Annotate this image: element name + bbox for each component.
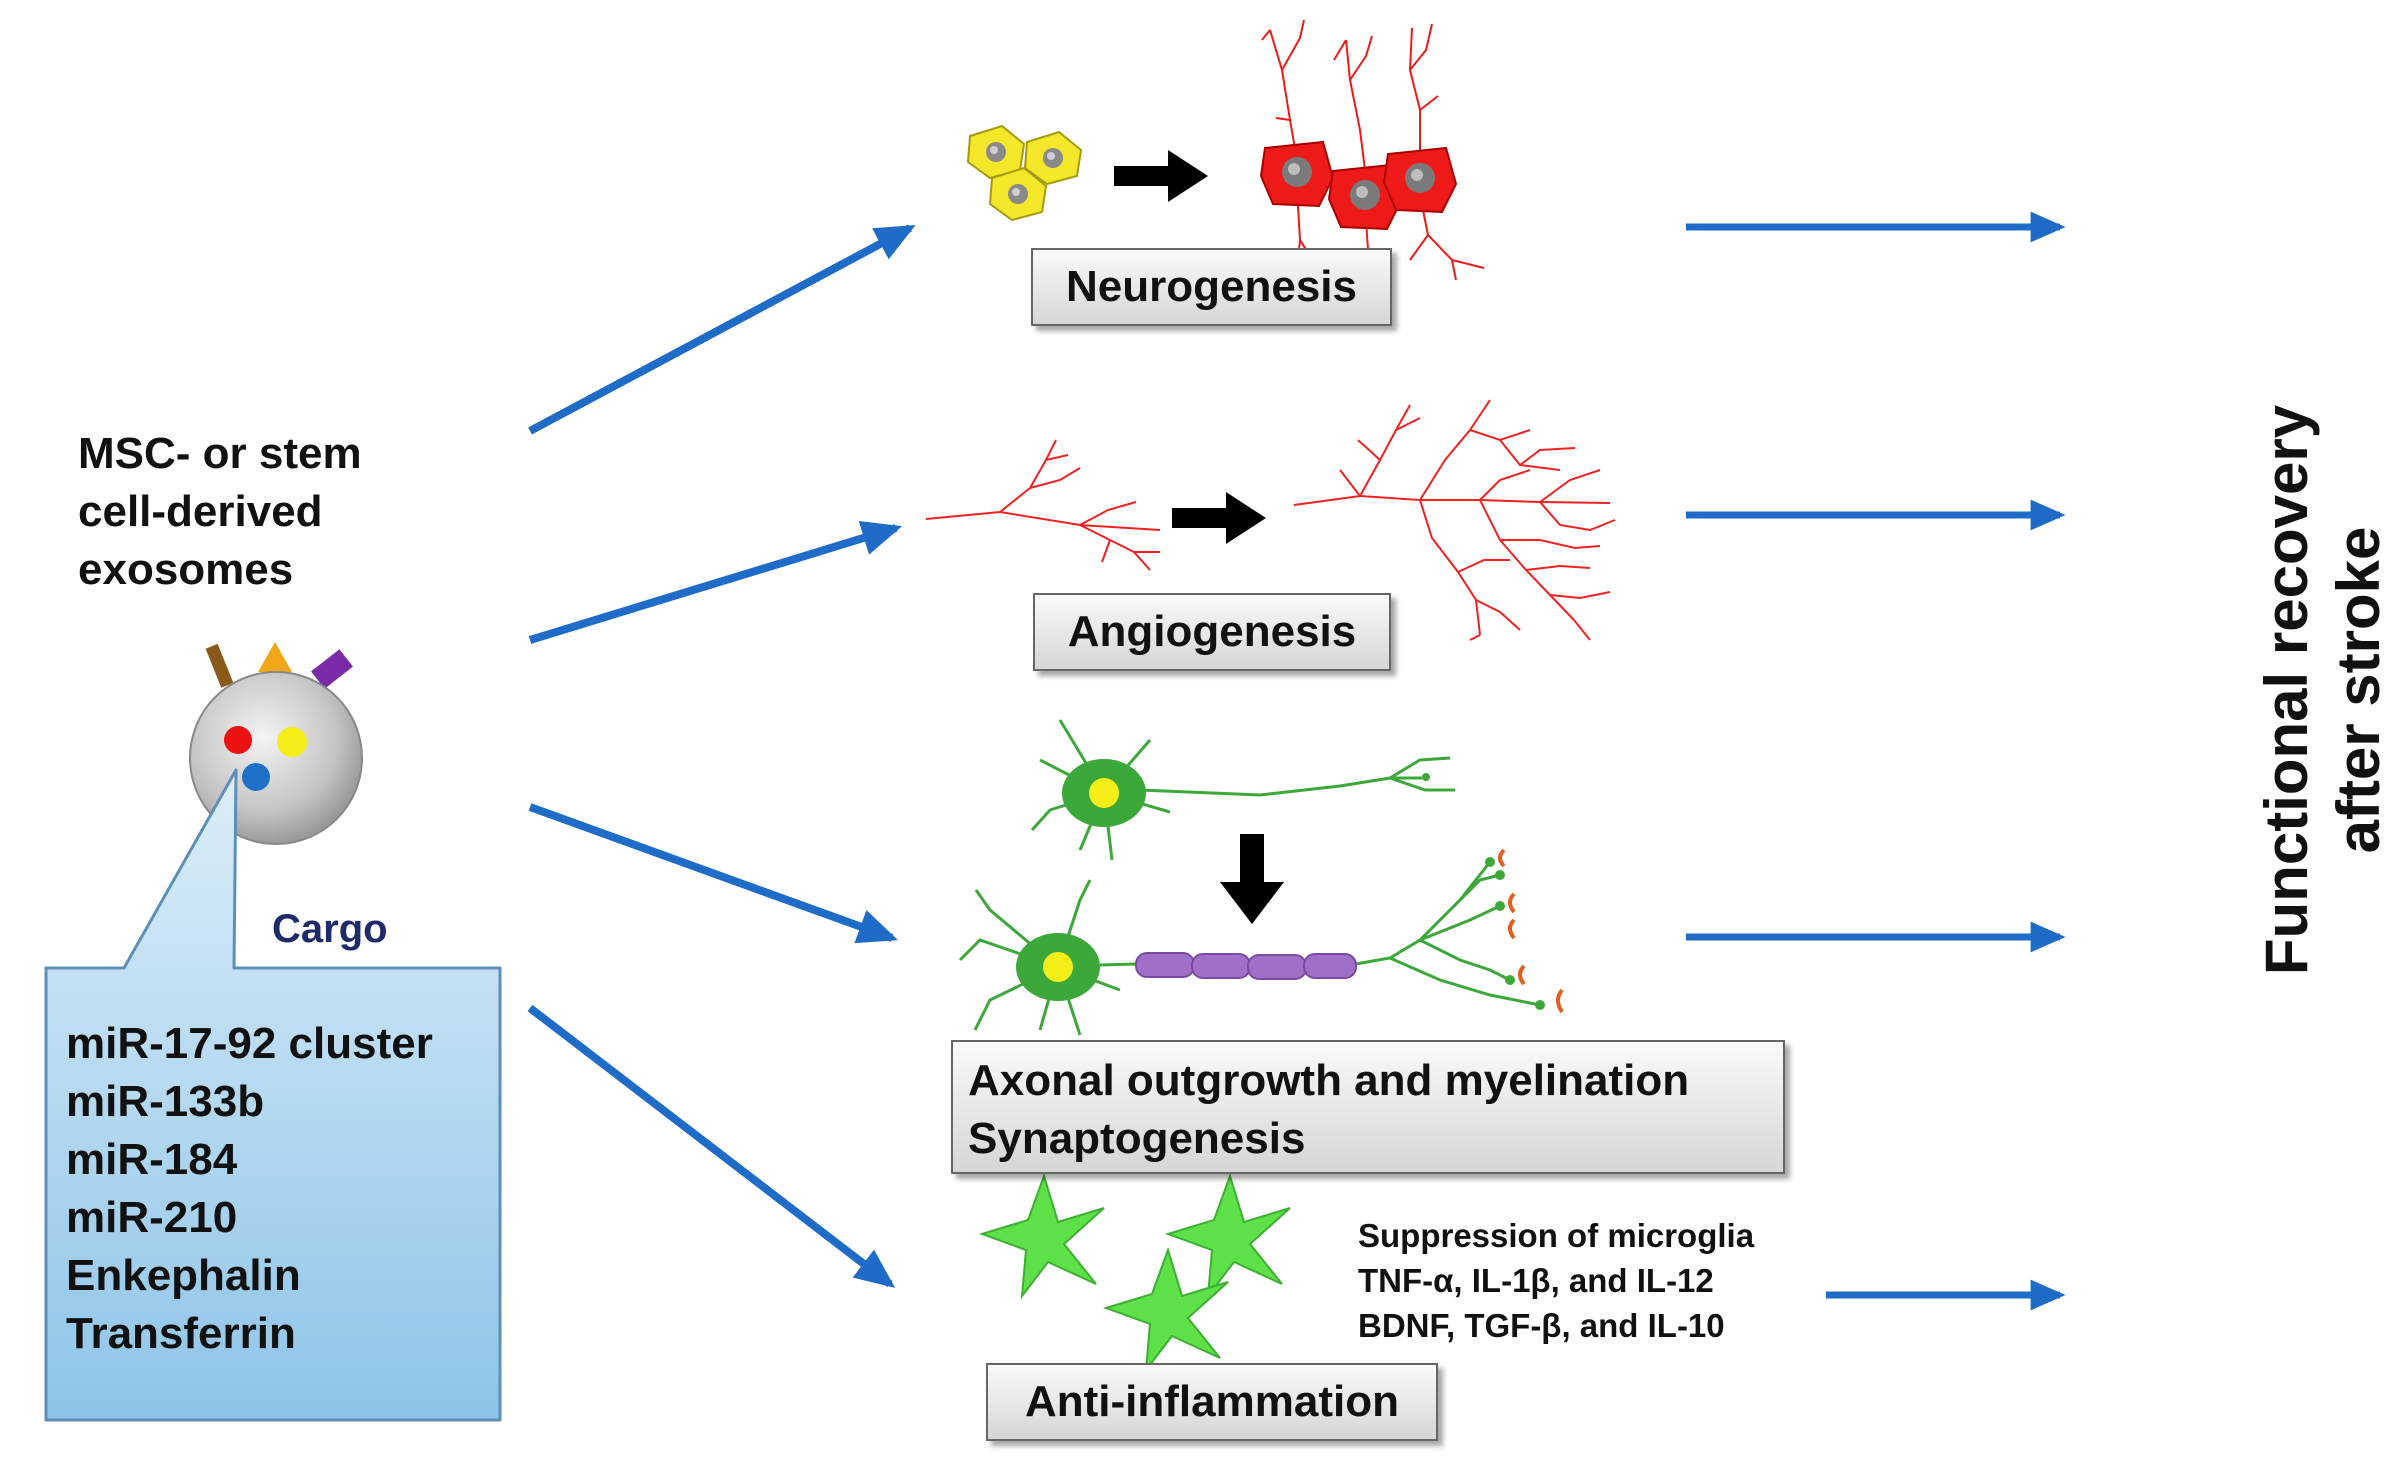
- proinflammatory-cytokines-text: TNF-α, IL-1β, and IL-12: [1358, 1262, 1714, 1299]
- arrow-to-neurogenesis: [528, 224, 916, 435]
- synaptogenesis-label: Synaptogenesis: [968, 1114, 1306, 1163]
- exosome-protein-orange: [258, 642, 292, 672]
- black-arrow-angiogenesis: [1172, 492, 1266, 544]
- arrow-to-axonal-outgrowth: [528, 803, 899, 944]
- anti-inflammation-box: Anti-inflammation: [986, 1363, 1438, 1441]
- axonal-illustration: [958, 719, 1564, 1036]
- inflammation-details: Suppression of microglia TNF-α, IL-1β, a…: [1358, 1213, 1754, 1348]
- arrow-to-anti-inflammation: [527, 1004, 896, 1288]
- black-arrow-neurogenesis: [1114, 150, 1208, 202]
- anti-inflammation-label: Anti-inflammation: [1025, 1377, 1399, 1426]
- cargo-callout: [44, 768, 502, 1422]
- exosome-protein-purple: [311, 649, 353, 689]
- outcome-arrows: [1686, 211, 2066, 1311]
- black-arrow-axonal: [1220, 834, 1284, 924]
- outcome-line: Functional recovery: [2253, 404, 2320, 976]
- cargo-item: miR-210: [66, 1193, 238, 1242]
- angiogenesis-illustration: [925, 399, 1616, 641]
- cargo-red-dot: [224, 726, 252, 754]
- neurogenesis-box: Neurogenesis: [1031, 248, 1392, 326]
- microglia-suppression-text: Suppression of microglia: [1358, 1217, 1755, 1254]
- cargo-item: miR-184: [66, 1135, 238, 1184]
- cargo-blue-dot: [242, 763, 270, 791]
- axonal-outgrowth-box: Axonal outgrowth and myelination Synapto…: [951, 1040, 1785, 1174]
- neurogenesis-label: Neurogenesis: [1066, 262, 1357, 311]
- cargo-item: Transferrin: [66, 1309, 296, 1358]
- cargo-item: Enkephalin: [66, 1251, 301, 1300]
- angiogenesis-box: Angiogenesis: [1033, 593, 1391, 671]
- angiogenesis-label: Angiogenesis: [1067, 607, 1357, 656]
- outcome-line: after stroke: [2325, 526, 2392, 854]
- cargo-item: miR-133b: [66, 1077, 265, 1126]
- exosome-title: MSC- or stem cell-derived exosomes: [78, 425, 408, 599]
- cargo-yellow-dot: [277, 727, 307, 757]
- exosome-protein-brown: [205, 643, 234, 688]
- cargo-list: miR-17-92 cluster miR-133b miR-184 miR-2…: [66, 1015, 433, 1363]
- microglia-illustration: [981, 1175, 1291, 1371]
- antiinflammatory-factors-text: BDNF, TGF-β, and IL-10: [1358, 1307, 1725, 1344]
- cargo-item: miR-17-92 cluster: [66, 1019, 433, 1068]
- exosome-title-line: cell-derived: [78, 487, 323, 536]
- functional-recovery-label: Functional recovery after stroke: [2251, 405, 2395, 975]
- neurogenesis-illustration: [967, 19, 1485, 306]
- exosome-arrows: [527, 224, 916, 1288]
- exosome-title-line: MSC- or stem: [78, 429, 362, 478]
- cargo-label: Cargo: [272, 907, 388, 951]
- axonal-outgrowth-label: Axonal outgrowth and myelination: [968, 1056, 1690, 1105]
- myelin-sheath: [1135, 952, 1357, 980]
- exosome-title-line: exosomes: [78, 545, 294, 594]
- arrow-to-angiogenesis: [528, 521, 903, 644]
